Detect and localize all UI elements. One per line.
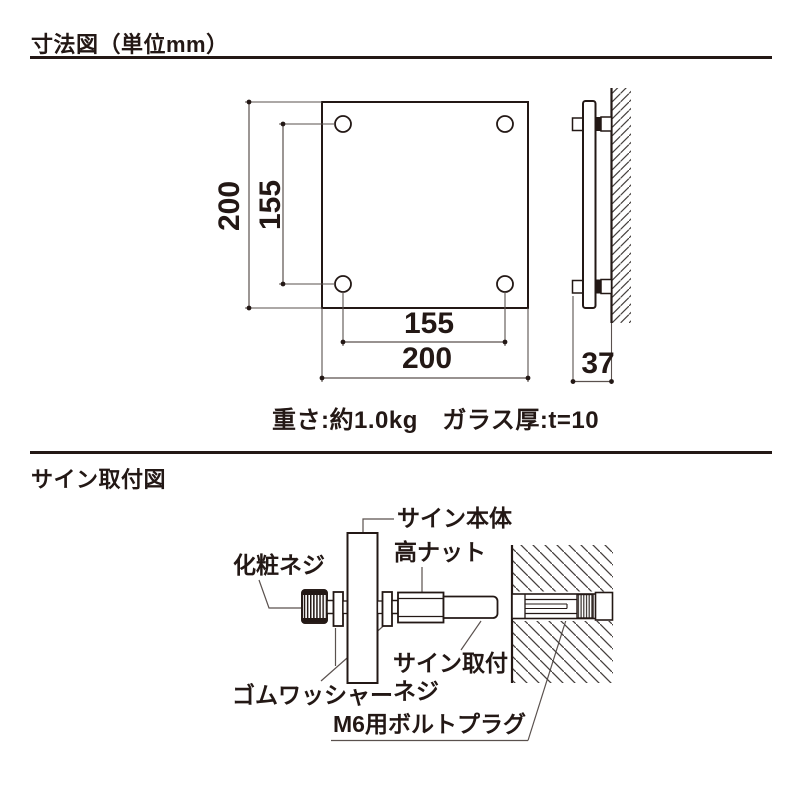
dim-overall-width: 200: [401, 342, 453, 375]
rubber-washer-right: [381, 591, 393, 627]
front-view-plate-drawing: [245, 99, 531, 382]
label-sign-mount-screw: サイン取付 ネジ: [393, 650, 508, 705]
label-high-nut: 高ナット: [394, 539, 486, 565]
section-title-mounting: サイン取付図: [31, 467, 167, 492]
dim-depth: 37: [581, 347, 615, 380]
label-sign-mount-screw-line2: ネジ: [393, 677, 439, 704]
rubber-washer-left: [332, 591, 344, 627]
bolt-plug-part: [511, 591, 614, 621]
standoff-top: [571, 116, 613, 132]
wall-hatching: [611, 88, 631, 323]
label-sign-mount-screw-line1: サイン取付: [393, 650, 508, 676]
glass-plate-side: [582, 100, 597, 309]
section-title-dimensions: 寸法図（単位mm）: [31, 32, 229, 57]
screw-shaft: [326, 599, 335, 615]
dim-hole-pitch-horizontal: 155: [403, 307, 455, 340]
dim-hole-pitch-vertical: 155: [253, 179, 287, 231]
divider-line-top: [30, 56, 772, 59]
spec-note: 重さ:約1.0kg ガラス厚:t=10: [272, 407, 600, 434]
dimension-lines: [248, 102, 528, 379]
label-rubber-washer: ゴムワッシャー: [232, 682, 393, 708]
sign-mount-screw-rod: [442, 595, 499, 619]
divider-line-middle: [30, 451, 772, 454]
dim-overall-height: 200: [213, 180, 246, 231]
label-sign-body: サイン本体: [397, 505, 512, 531]
side-view-drawing: [570, 88, 631, 384]
label-bolt-plug: M6用ボルトプラグ: [333, 711, 526, 737]
extension-lines: [245, 101, 529, 382]
high-nut-part: [397, 591, 445, 624]
mounting-diagram: [258, 518, 614, 742]
sign-body-plate: [346, 532, 379, 684]
wall-section: [510, 545, 614, 683]
dimension-end-dots: [246, 99, 531, 381]
decorative-screw-head: [301, 589, 328, 624]
depth-dimension: [570, 296, 614, 384]
mount-holes: [334, 115, 514, 293]
label-decorative-screw: 化粧ネジ: [233, 552, 325, 578]
